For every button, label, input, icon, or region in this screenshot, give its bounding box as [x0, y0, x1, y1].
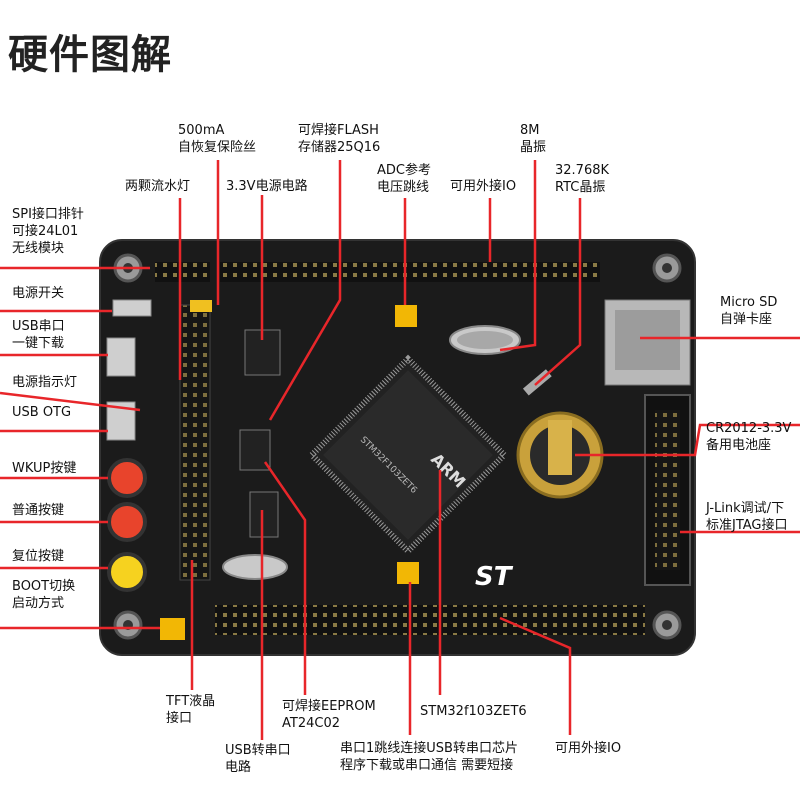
tft-header — [179, 304, 211, 581]
leader-lines — [0, 160, 800, 740]
fuse — [190, 300, 212, 312]
label-power-led: 电源指示灯 — [12, 375, 78, 390]
boot-jumper — [160, 618, 185, 640]
label-mcu: STM32f103ZET6 — [420, 704, 527, 719]
label-adc-jumper: ADC参考 电压跳线 — [377, 163, 431, 195]
label-serial-jumper: 串口1跳线连接USB转串口芯片 程序下载或串口通信 需要短接 — [340, 741, 518, 773]
label-fuse: 500mA 自恢复保险丝 — [178, 123, 257, 155]
label-reset-key: 复位按键 — [12, 549, 65, 564]
bottom-pin-header — [215, 605, 645, 635]
label-eeprom: 可焊接EEPROM AT24C02 — [282, 699, 376, 731]
wkup-button — [107, 458, 147, 498]
label-wkup-key: WKUP按键 — [12, 461, 77, 476]
serial-jumper — [397, 562, 419, 584]
label-flash: 可焊接FLASH 存储器25Q16 — [298, 123, 381, 155]
mcu-chip — [307, 354, 509, 556]
mounting-holes — [113, 253, 682, 640]
label-regulator: 3.3V电源电路 — [226, 179, 308, 194]
label-jtag: J-Link调试/下 标准JTAG接口 — [706, 501, 788, 533]
page-title: 硬件图解 — [8, 32, 172, 78]
label-usb-uart-circuit: USB转串口 电路 — [225, 743, 291, 775]
st-logo: ST — [475, 562, 514, 592]
spi-header — [155, 262, 210, 282]
label-crystal-rtc: 32.768K RTC晶振 — [555, 163, 610, 195]
usb-serial-port — [106, 337, 136, 377]
crystal-usb — [222, 554, 288, 580]
label-usb-serial: USB串口 一键下载 — [12, 319, 65, 351]
label-two-leds: 两颗流水灯 — [125, 179, 191, 194]
label-spi-header: SPI接口排针 可接24L01 无线模块 — [12, 207, 84, 256]
top-pin-header — [220, 262, 600, 282]
normal-button — [107, 502, 147, 542]
label-boot-mode: BOOT切换 启动方式 — [12, 579, 76, 611]
adc-jumper — [395, 305, 417, 327]
eeprom-chip — [249, 491, 279, 538]
power-switch — [112, 299, 152, 317]
label-crystal-8m: 8M 晶振 — [520, 123, 547, 155]
label-usb-otg: USB OTG — [12, 405, 72, 420]
label-power-switch: 电源开关 — [12, 286, 65, 301]
label-tft: TFT液晶 接口 — [166, 694, 216, 726]
label-ext-io-bottom: 可用外接IO — [555, 741, 622, 756]
label-normal-key: 普通按键 — [12, 503, 65, 518]
label-micro-sd: Micro SD 自弹卡座 — [720, 295, 778, 327]
label-battery: CR2012-3.3V 备用电池座 — [706, 421, 792, 453]
reset-button — [107, 552, 147, 592]
label-ext-io-top: 可用外接IO — [450, 179, 517, 194]
